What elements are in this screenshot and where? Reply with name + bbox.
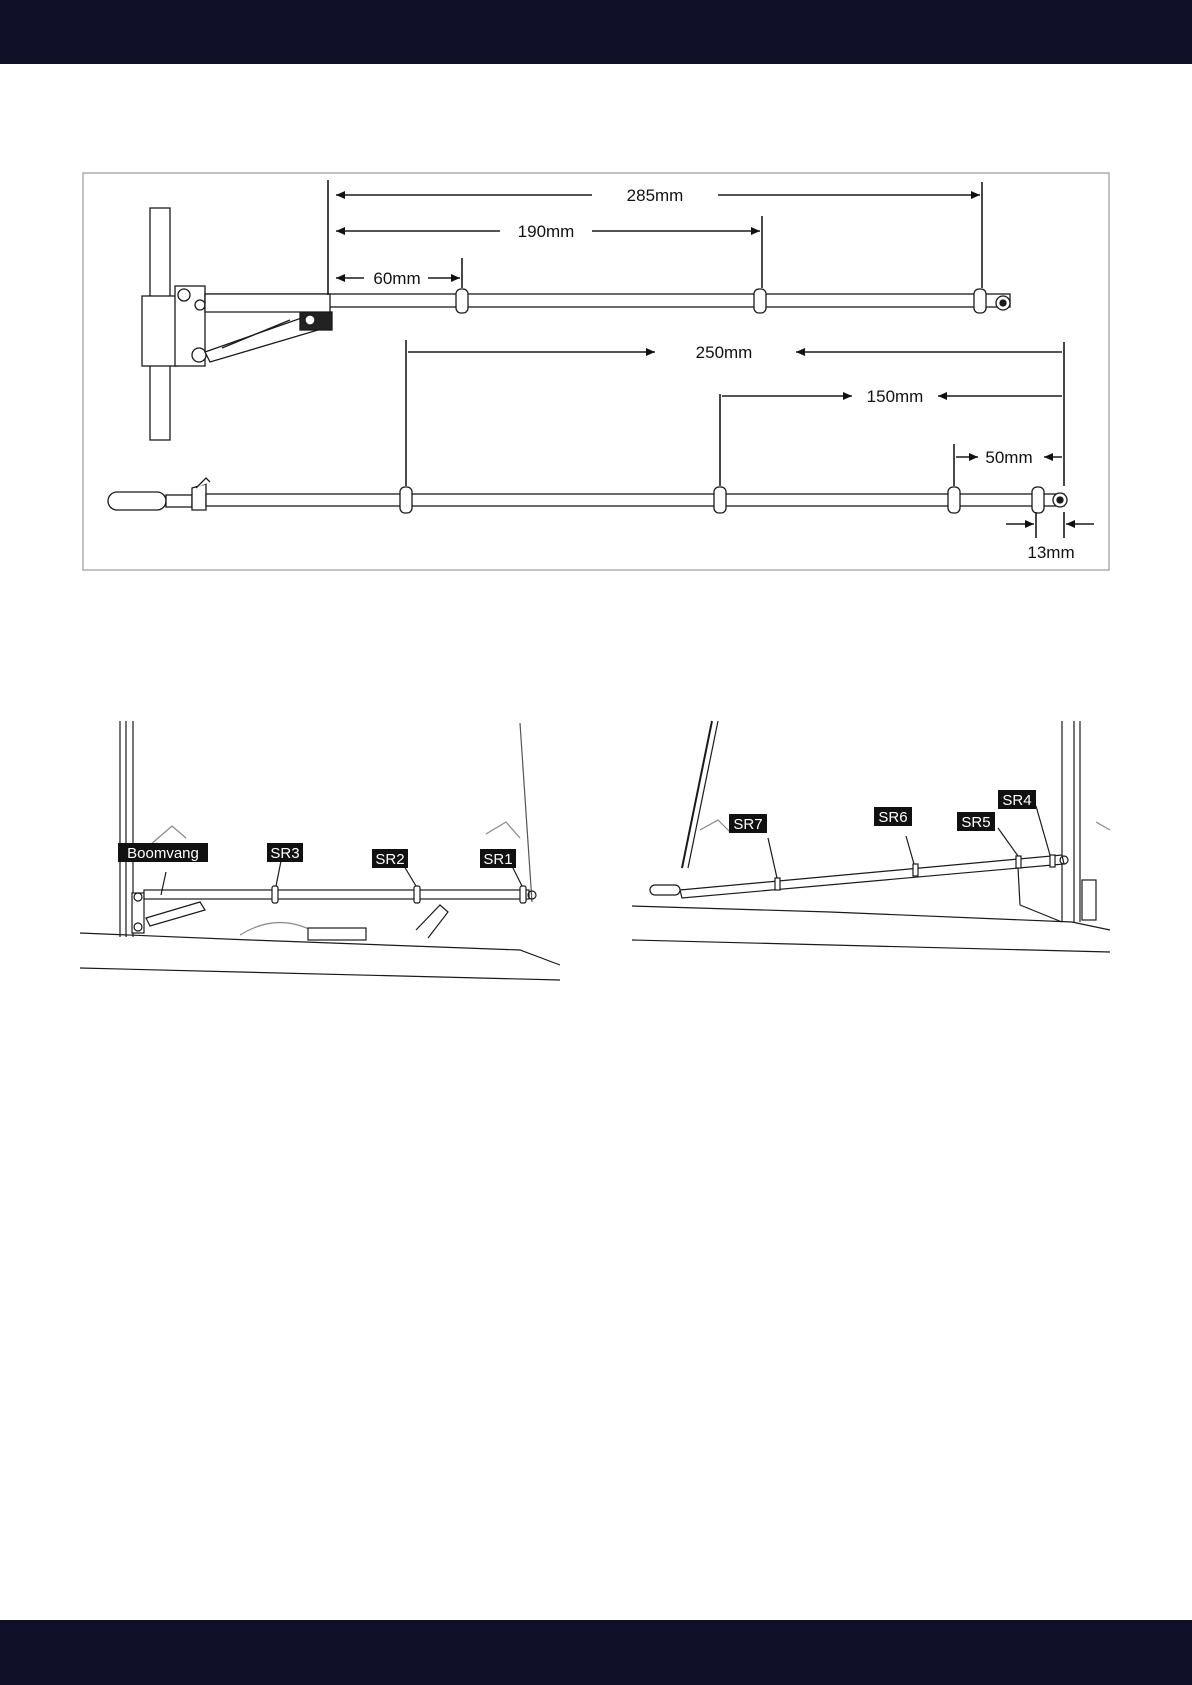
tag-sr2: SR2 xyxy=(372,849,408,868)
tag-sr4: SR4 xyxy=(998,790,1036,809)
svg-text:SR3: SR3 xyxy=(270,845,299,862)
lower-boom xyxy=(108,478,1067,513)
dim-150: 150mm xyxy=(867,387,924,406)
tag-sr1: SR1 xyxy=(480,849,516,868)
boat-illustration-right xyxy=(632,721,1110,952)
dim-250: 250mm xyxy=(696,343,753,362)
dim-50: 50mm xyxy=(985,448,1032,467)
dim-60: 60mm xyxy=(373,269,420,288)
svg-text:SR5: SR5 xyxy=(961,814,990,831)
lower-dimensions xyxy=(406,340,1094,538)
dim-13: 13mm xyxy=(1027,543,1074,562)
svg-text:Boomvang: Boomvang xyxy=(127,845,199,862)
mast-gooseneck xyxy=(142,208,332,440)
svg-text:SR4: SR4 xyxy=(1002,792,1031,809)
footer-band xyxy=(0,1620,1192,1685)
tag-sr7: SR7 xyxy=(729,814,767,833)
tag-sr3: SR3 xyxy=(267,843,303,862)
dim-190: 190mm xyxy=(518,222,575,241)
svg-text:SR6: SR6 xyxy=(878,809,907,826)
upper-boom xyxy=(205,289,1010,313)
svg-text:SR2: SR2 xyxy=(375,851,404,868)
tag-sr5: SR5 xyxy=(957,812,995,831)
tag-boomvang: Boomvang xyxy=(118,843,208,862)
tag-sr6: SR6 xyxy=(874,807,912,826)
boom-dimension-diagram: 285mm 190mm 60mm 250mm 150mm 50mm 13mm xyxy=(0,0,1192,1000)
svg-text:SR1: SR1 xyxy=(483,851,512,868)
svg-text:SR7: SR7 xyxy=(733,816,762,833)
dim-285: 285mm xyxy=(627,186,684,205)
